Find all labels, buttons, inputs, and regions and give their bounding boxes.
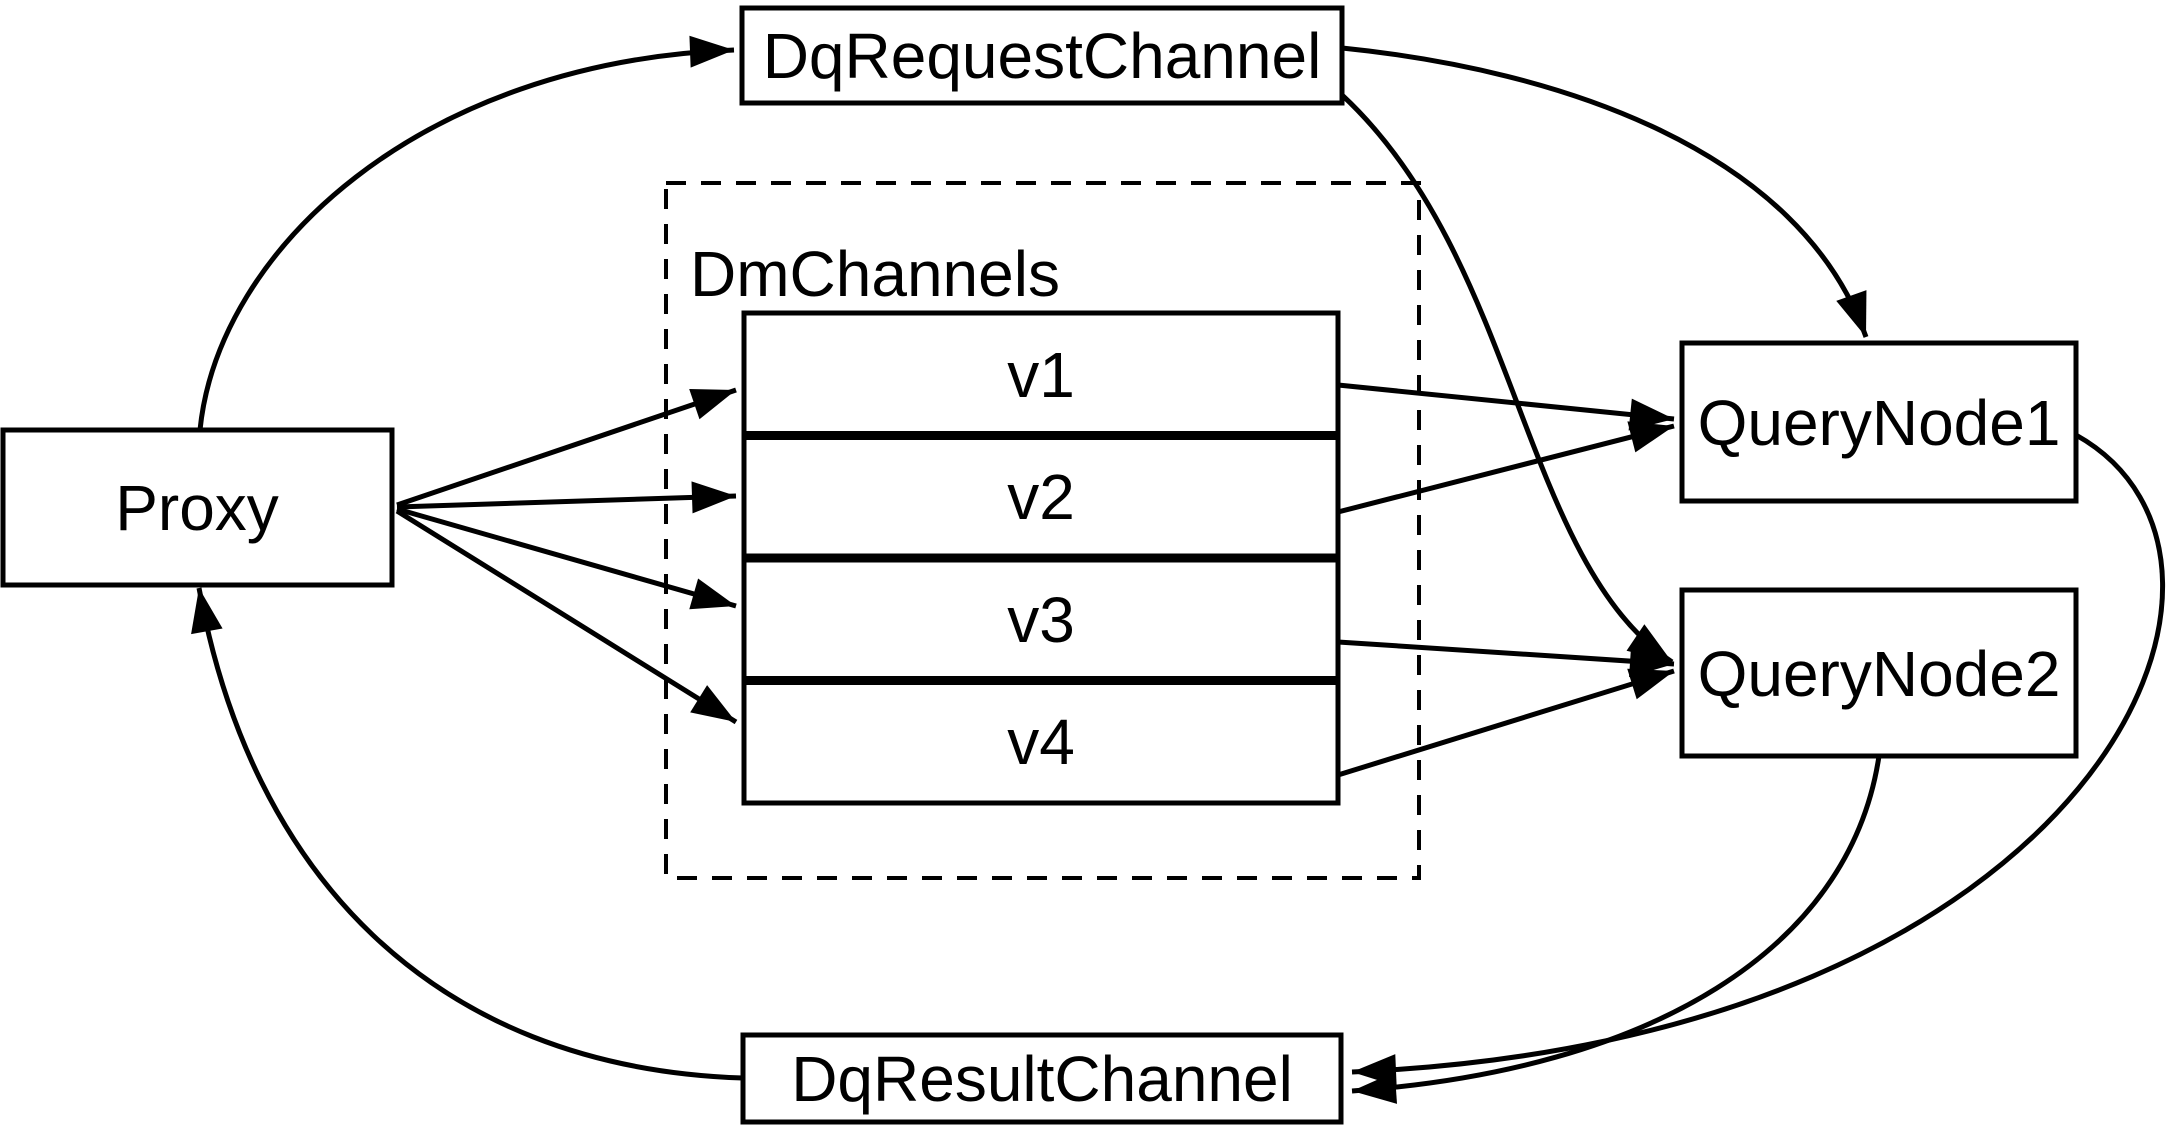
dm-channels-stack: v1 v2 v3 v4 [741, 310, 1341, 806]
query-node-1-node: QueryNode1 [1679, 340, 2079, 504]
edge-proxy-to-v1 [396, 387, 737, 508]
channel-v2-label: v2 [1007, 461, 1075, 533]
query-node-1-node-box [1679, 340, 2079, 504]
dq-result-channel-node: DqResultChannel [740, 1032, 1344, 1125]
edge-proxy-to-v4 [395, 508, 738, 725]
dq-request-channel-node-label: DqRequestChannel [763, 20, 1322, 92]
dm-channels-group-border [664, 181, 1421, 880]
query-node-2-node-label: QueryNode2 [1698, 638, 2061, 710]
edge-v4-to-query-node-2 [1337, 668, 1675, 778]
dm-channels-group-label: DmChannels [690, 238, 1060, 310]
proxy-node: Proxy [0, 427, 395, 588]
channel-v1-label: v1 [1007, 339, 1075, 411]
edge-v2-to-query-node-1 [1337, 421, 1675, 515]
edge-v1-to-query-node-1 [1337, 382, 1675, 431]
channel-v3-label: v3 [1007, 584, 1075, 656]
edge-query-node-2-to-dq-result-channel [1351, 755, 1882, 1104]
edge-dq-request-channel-to-query-node-2 [1340, 93, 1674, 665]
dm-channels-group: DmChannels v1 v2 v3 v4 [664, 181, 1421, 880]
proxy-node-label: Proxy [115, 472, 279, 544]
dq-result-channel-node-label: DqResultChannel [791, 1043, 1293, 1115]
edge-proxy-to-v2 [396, 481, 737, 514]
edge-dq-request-channel-to-query-node-1 [1341, 45, 1869, 338]
channel-v4-label: v4 [1007, 706, 1075, 778]
dq-request-channel-node-box [739, 5, 1345, 106]
edges-layer [191, 35, 2166, 1104]
query-node-2-node-box [1679, 587, 2079, 759]
edge-v3-to-query-node-2 [1337, 639, 1675, 678]
query-node-1-node-label: QueryNode1 [1698, 387, 2061, 459]
query-node-2-node: QueryNode2 [1679, 587, 2079, 759]
dq-result-channel-node-box [740, 1032, 1344, 1125]
proxy-node-box [0, 427, 395, 588]
edge-dq-result-channel-to-proxy [191, 587, 744, 1081]
edge-query-node-1-to-dq-result-channel [1351, 432, 2166, 1087]
dq-request-channel-node: DqRequestChannel [739, 5, 1345, 106]
edge-proxy-to-v3 [396, 506, 737, 610]
edge-proxy-to-dq-request-channel [197, 35, 735, 431]
